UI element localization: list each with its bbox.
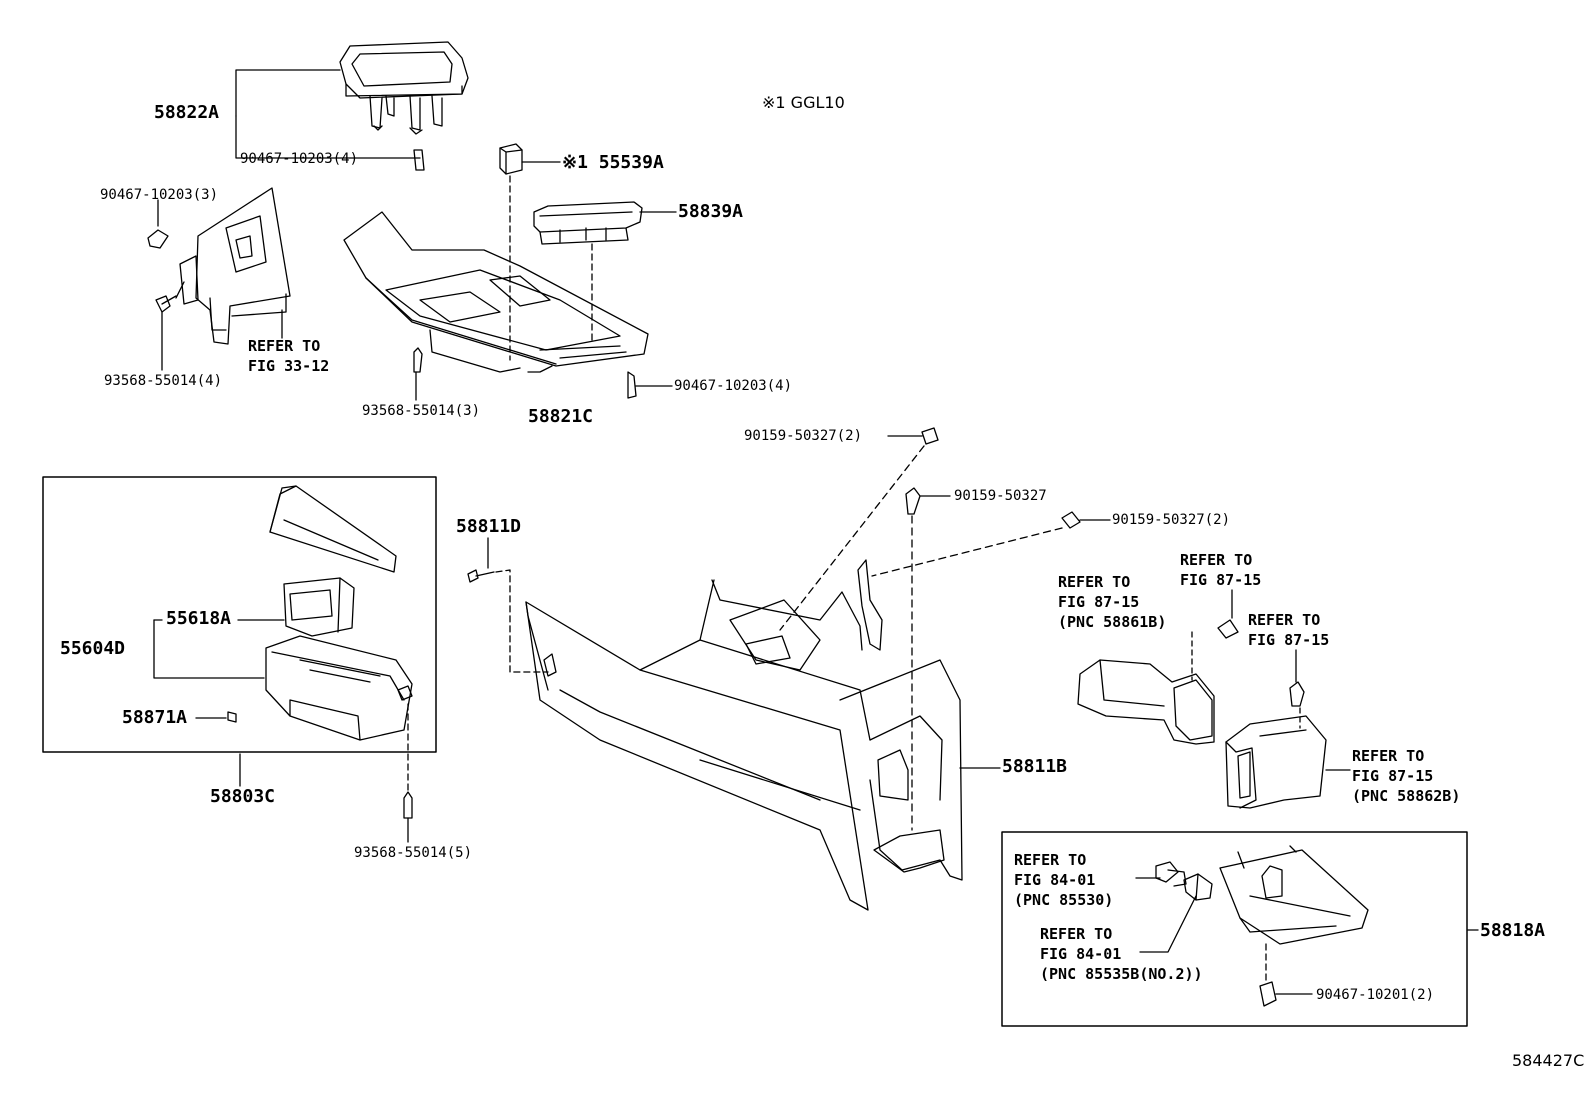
screw-93568-5 [403,791,413,819]
screw-93568-4 [155,295,171,313]
dash-58811d [495,569,549,673]
socket-85535b-drawing [1183,873,1213,901]
label-55618a: 55618A [166,608,232,629]
label-58822a: 58822A [154,102,220,123]
leader-55604d-lower [153,619,265,679]
label-refer-fig-87-15-a: REFER TO FIG 87-15 [1180,551,1262,589]
clip-90467-10201 [1259,981,1277,1007]
screw-duct-a [1217,619,1239,639]
label-90467-10203-4-mid: 90467-10203(4) [674,378,793,394]
label-58811b: 58811B [1002,756,1068,777]
label-refer-fig-87-15-b: REFER TO FIG 87-15 (PNC 58861B) [1058,573,1167,631]
tray-58822a-drawing [339,41,469,135]
bulb-58871a [227,711,237,723]
socket-85530-drawing [1155,861,1187,887]
duct-58862b-drawing [1225,715,1327,809]
label-58839a: 58839A [678,201,744,222]
leader-90467-top [235,115,421,159]
label-90159-50327-2-a: 90159-50327(2) [744,428,863,444]
label-refer-fig-84-01-a: REFER TO FIG 84-01 (PNC 85530) [1014,851,1114,909]
box-58818a [1001,831,1468,1027]
label-90159-50327: 90159-50327 [954,488,1047,504]
panel-58839a-drawing [533,201,643,245]
console-lower-58811b-drawing [525,559,963,911]
label-refer-fig-87-15-d: REFER TO FIG 87-15 (PNC 58862B) [1352,747,1461,805]
label-93568-55014-5: 93568-55014(5) [354,845,473,861]
leader-58822a [235,69,341,117]
label-refer-fig-33-12: REFER TO FIG 33-12 [248,337,330,375]
leader-screw-93568-4 [161,295,177,305]
label-90467-10203-4-top: 90467-10203(4) [240,151,359,167]
bracket-58818a-drawing [1219,845,1369,945]
switch-55539a-drawing [499,143,523,175]
label-93568-55014-4: 93568-55014(4) [104,373,223,389]
label-55539a: ※1 55539A [562,152,664,173]
clip-90467-top [413,149,425,171]
label-90467-10201-2: 90467-10201(2) [1316,987,1435,1003]
dash-90159-2-a [779,445,925,631]
screw-90159-2-b [1061,511,1111,529]
screw-93568-3 [413,347,423,373]
clip-90467-mid [627,371,637,399]
variant-note: ※1 GGL10 [762,93,845,112]
screw-58811d [467,569,495,583]
console-upper-58821c-drawing [343,211,649,373]
screw-90159 [905,487,951,515]
switch-55618a-drawing [283,577,355,637]
label-93568-55014-3: 93568-55014(3) [362,403,481,419]
figure-number: 584427C [1512,1051,1585,1070]
label-58803c: 58803C [210,786,276,807]
leader-85535b [1139,895,1197,953]
label-58818a: 58818A [1480,920,1546,941]
module-55604d-drawing [265,635,413,741]
label-58811d: 58811D [456,516,522,537]
clip-90467-10203-3 [147,229,169,249]
label-55604d: 55604D [60,638,126,659]
shift-bezel-drawing [175,187,291,345]
dash-90159-2-b [871,527,1063,577]
screw-90159-2-a [887,427,939,445]
label-90159-50327-2-b: 90159-50327(2) [1112,512,1231,528]
label-58821c: 58821C [528,406,594,427]
label-90467-10203-3: 90467-10203(3) [100,187,219,203]
label-refer-fig-84-01-b: REFER TO FIG 84-01 (PNC 85535B(NO.2)) [1040,925,1203,983]
label-refer-fig-87-15-c: REFER TO FIG 87-15 [1248,611,1330,649]
duct-58861b-drawing [1077,659,1215,745]
box-58803c [42,476,437,753]
screw-duct-b [1289,681,1305,707]
label-58871a: 58871A [122,707,188,728]
leader-58821c [527,365,553,373]
trim-drawing [269,485,397,573]
